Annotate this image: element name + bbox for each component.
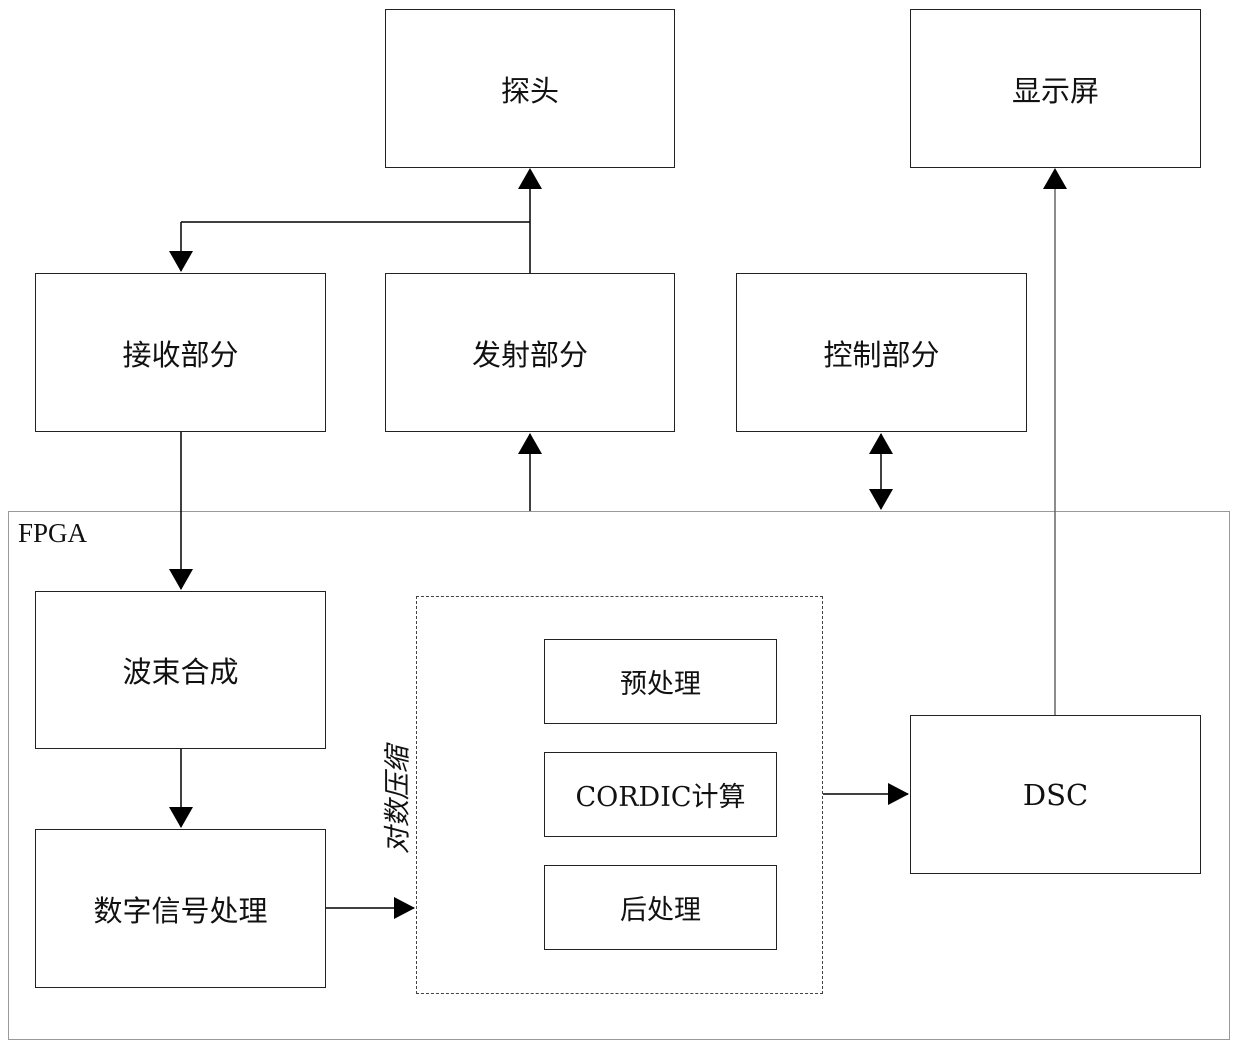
arrowhead-fpga — [869, 489, 893, 510]
arrowhead-display — [1043, 168, 1067, 189]
arrowhead-dsp — [169, 807, 193, 828]
arrowhead-beamforming — [169, 569, 193, 590]
arrowhead-dsc — [888, 783, 909, 805]
arrowhead-transmit — [518, 433, 542, 454]
arrowhead-probe — [518, 168, 542, 189]
arrowhead-logcompression — [394, 897, 415, 919]
arrowhead-control — [869, 433, 893, 454]
arrowhead-receive — [169, 251, 193, 272]
